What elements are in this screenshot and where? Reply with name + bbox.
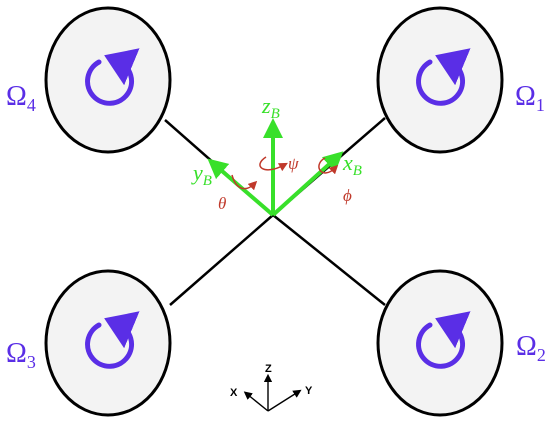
world-z-label: Z bbox=[265, 363, 272, 375]
rotor-ring bbox=[44, 269, 172, 417]
body-x-axis bbox=[271, 151, 344, 217]
rotor-ring bbox=[376, 269, 504, 417]
world-y-axis bbox=[267, 389, 302, 412]
rotation-arrow-icon bbox=[85, 48, 140, 106]
rotor-4 bbox=[44, 6, 172, 154]
rotor-3-label: Ω3 bbox=[6, 338, 36, 372]
body-z-label: zB bbox=[261, 93, 280, 122]
rotor-1-label: Ω1 bbox=[515, 81, 545, 115]
world-y-label: Y bbox=[305, 385, 313, 397]
rotor-ring bbox=[44, 6, 172, 154]
body-x-label: xB bbox=[342, 150, 362, 179]
body-y-axis bbox=[207, 158, 275, 217]
arm-rotor-3 bbox=[169, 214, 274, 306]
angle-arrows bbox=[231, 156, 339, 191]
roll-arrow-icon bbox=[318, 157, 339, 175]
rotor-4-label: Ω4 bbox=[6, 81, 36, 115]
world-x-axis bbox=[243, 391, 269, 412]
rotor-ring bbox=[376, 6, 504, 154]
rotation-arrow-icon bbox=[85, 311, 140, 369]
pitch-label: θ bbox=[218, 194, 226, 213]
body-frame bbox=[207, 118, 344, 217]
rotor-2 bbox=[376, 269, 504, 417]
yaw-label: ψ bbox=[288, 154, 299, 173]
rotor-3 bbox=[44, 269, 172, 417]
roll-label: ϕ bbox=[343, 186, 352, 205]
rotor-2-label: Ω2 bbox=[516, 331, 546, 365]
pitch-arrow-icon bbox=[231, 174, 258, 191]
yaw-arrow-icon bbox=[259, 156, 288, 172]
body-y-label: yB bbox=[191, 160, 212, 189]
rotation-arrow-icon bbox=[416, 311, 471, 369]
arm-rotor-2 bbox=[272, 214, 386, 306]
rotation-arrow-icon bbox=[416, 48, 471, 106]
world-x-label: X bbox=[230, 387, 238, 399]
rotor-1 bbox=[376, 6, 504, 154]
world-frame bbox=[243, 373, 302, 412]
